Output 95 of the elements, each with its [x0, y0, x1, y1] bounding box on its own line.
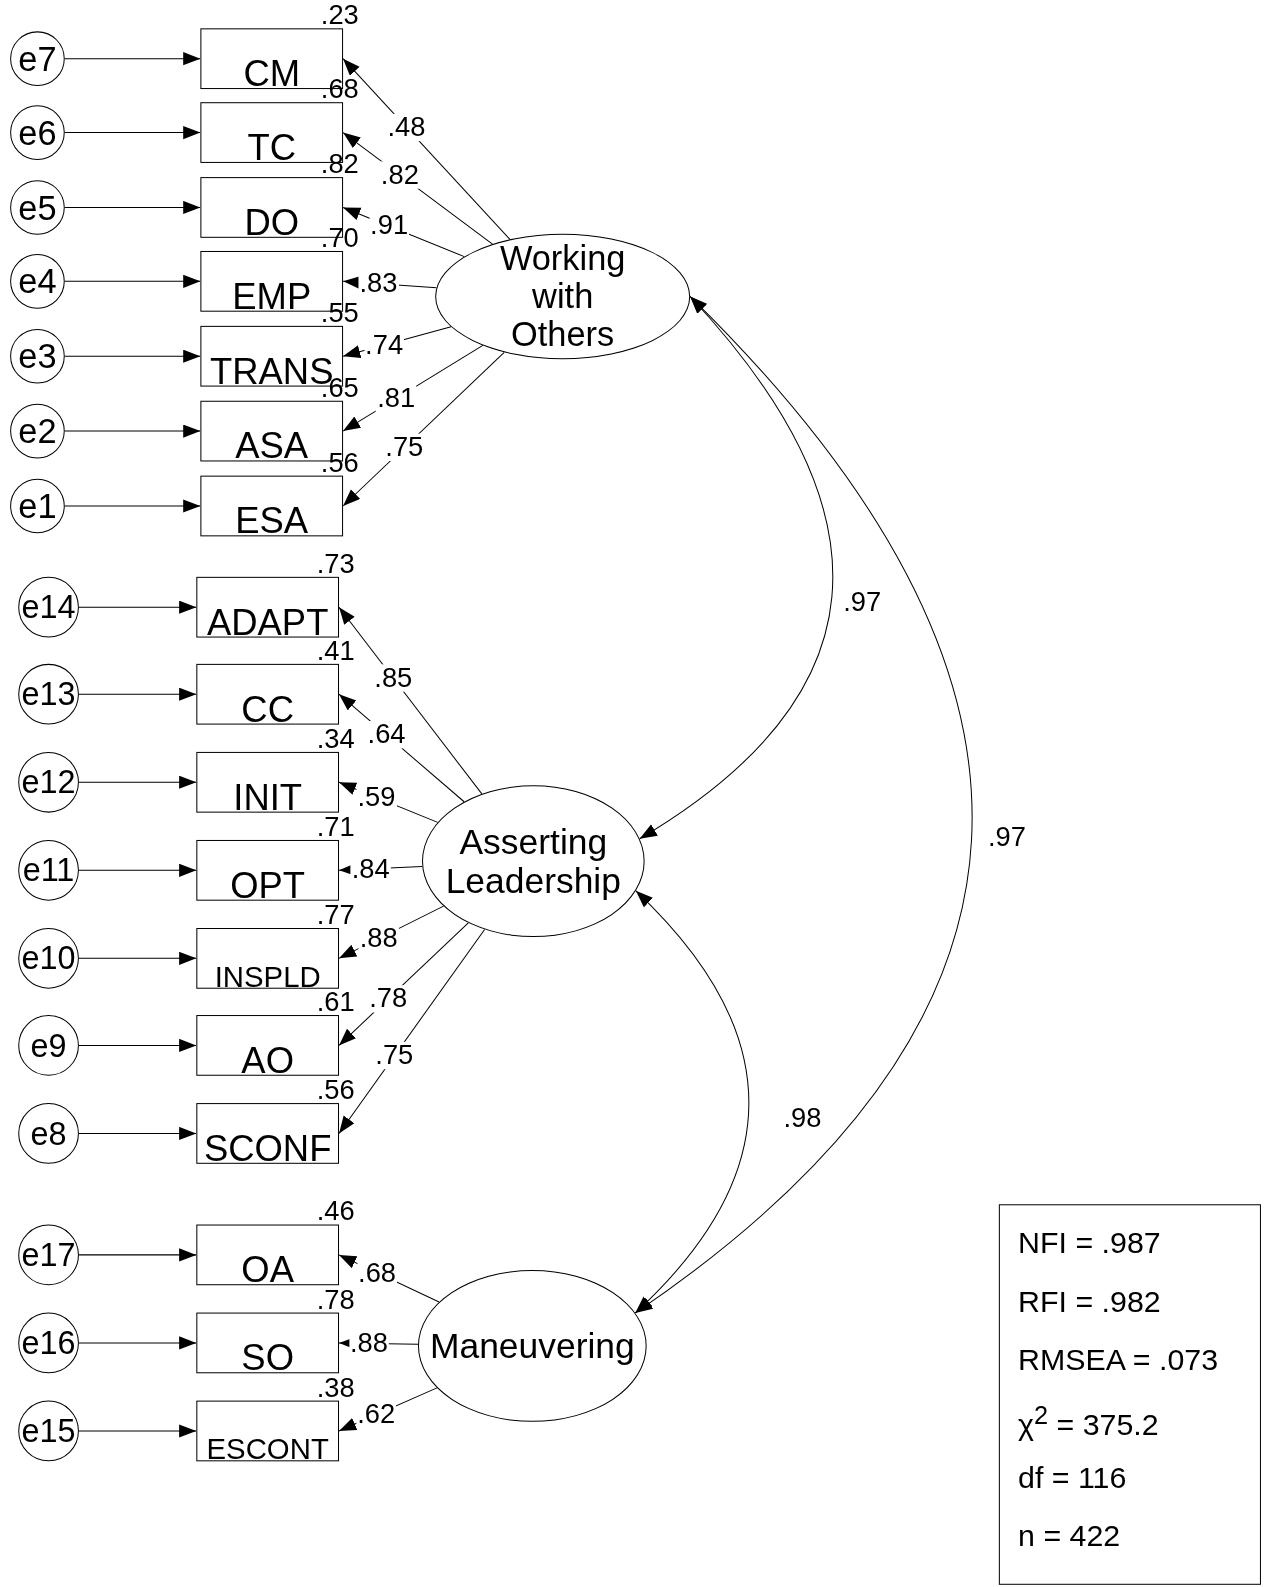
fit-statistic: RFI = .982	[1018, 1284, 1162, 1320]
r-squared-value: .71	[316, 813, 355, 841]
arrow	[78, 1126, 197, 1140]
observed-variable-box	[196, 1015, 339, 1076]
error-term-circle	[10, 254, 65, 309]
arrow	[78, 600, 197, 614]
fit-statistic: n = 422	[1018, 1519, 1122, 1555]
error-term-label: e6	[18, 115, 57, 150]
variable-label: SCONF	[203, 1130, 332, 1167]
error-term-label: e13	[21, 678, 76, 711]
r-squared-value: .23	[320, 2, 359, 30]
arrow	[64, 499, 201, 513]
observed-variable-box	[196, 751, 339, 813]
error-term-label: e3	[18, 339, 57, 374]
arrow	[78, 775, 197, 789]
observed-variable-box	[196, 1312, 339, 1374]
variable-label: DO	[244, 204, 300, 241]
error-term-label: e12	[21, 766, 76, 799]
r-squared-value: .34	[316, 725, 355, 753]
edge-label: .75	[384, 433, 425, 462]
fit-statistic: χ$^{2}$ = 375.2	[1018, 1401, 1160, 1444]
arrow	[78, 1424, 197, 1438]
arrow	[78, 863, 197, 877]
error-term-label: e5	[18, 190, 57, 225]
covariance-arrow	[634, 890, 750, 1314]
arrow	[64, 349, 201, 363]
covariance-arrow	[634, 296, 973, 1314]
r-squared-value: .68	[320, 75, 359, 104]
error-term-label: e2	[18, 413, 57, 449]
r-squared-value: .73	[316, 550, 355, 578]
covariance-arrow	[639, 296, 833, 840]
r-squared-value: .56	[316, 1076, 355, 1105]
r-squared-value: .78	[316, 1286, 355, 1314]
error-term-label: e8	[30, 1117, 67, 1150]
variable-label: AO	[241, 1042, 294, 1079]
error-term-label: e9	[30, 1029, 67, 1062]
r-squared-value: .77	[316, 901, 355, 929]
observed-variable-box	[196, 1400, 339, 1462]
error-term-label: e7	[18, 41, 57, 76]
error-term-label: e10	[21, 942, 76, 975]
arrow	[78, 687, 197, 701]
observed-variable-box	[196, 839, 339, 901]
error-term-label: e1	[18, 488, 57, 524]
edge-label: .78	[368, 985, 409, 1013]
error-term-label: e11	[22, 854, 75, 887]
variable-label: OPT	[230, 867, 306, 904]
r-squared-value: .82	[320, 150, 359, 179]
variable-label: SO	[241, 1339, 294, 1377]
variable-label: EMP	[232, 278, 312, 315]
arrow	[78, 1038, 197, 1052]
variable-label: OA	[241, 1251, 294, 1289]
variable-label: CM	[243, 55, 301, 93]
fit-statistic: df = 116	[1018, 1460, 1128, 1496]
r-squared-value: .38	[316, 1374, 355, 1402]
arrow	[64, 52, 201, 66]
fit-statistics-box	[998, 1204, 1261, 1585]
r-squared-value: .46	[316, 1198, 355, 1226]
latent-variable-label: Maneuvering	[428, 1326, 636, 1366]
fit-statistic: RMSEA = .073	[1018, 1342, 1220, 1379]
observed-variable-box	[200, 475, 344, 537]
edge-label: .81	[376, 384, 417, 413]
variable-label: ESA	[235, 502, 309, 540]
r-squared-value: .55	[320, 299, 359, 327]
observed-variable-box	[196, 1224, 339, 1286]
arrow	[78, 1336, 197, 1350]
error-term-label: e16	[21, 1326, 76, 1360]
r-squared-value: .70	[320, 224, 359, 252]
arrow	[64, 424, 201, 438]
edge-label: .85	[373, 664, 414, 692]
latent-variable-label: Asserting Leadership	[444, 822, 622, 901]
observed-variable-box	[196, 663, 339, 725]
error-term-label: e4	[18, 264, 57, 299]
variable-label: ESCONT	[206, 1435, 329, 1465]
r-squared-value: .56	[320, 449, 359, 477]
variable-label: ASA	[235, 428, 309, 465]
edge-label: .82	[379, 161, 420, 189]
latent-variable-label: Working with Others	[498, 239, 627, 354]
arrow	[78, 1248, 197, 1262]
observed-variable-box	[196, 1103, 339, 1164]
arrow	[64, 200, 201, 215]
variable-label: INIT	[233, 779, 303, 816]
edge-label: .75	[374, 1042, 415, 1070]
error-term-label: e15	[21, 1414, 76, 1448]
error-term-label: e17	[21, 1238, 76, 1272]
variable-label: TC	[247, 129, 296, 166]
arrow	[64, 274, 201, 288]
variable-label: CC	[241, 691, 294, 728]
edge-label: .64	[366, 721, 407, 749]
arrow	[78, 951, 197, 965]
fit-statistic: NFI = .987	[1018, 1225, 1162, 1261]
observed-variable-box	[196, 928, 339, 989]
error-term-label: e14	[21, 591, 76, 624]
arrow	[64, 126, 201, 140]
observed-variable-box	[196, 576, 339, 638]
error-term-circle	[10, 31, 65, 86]
